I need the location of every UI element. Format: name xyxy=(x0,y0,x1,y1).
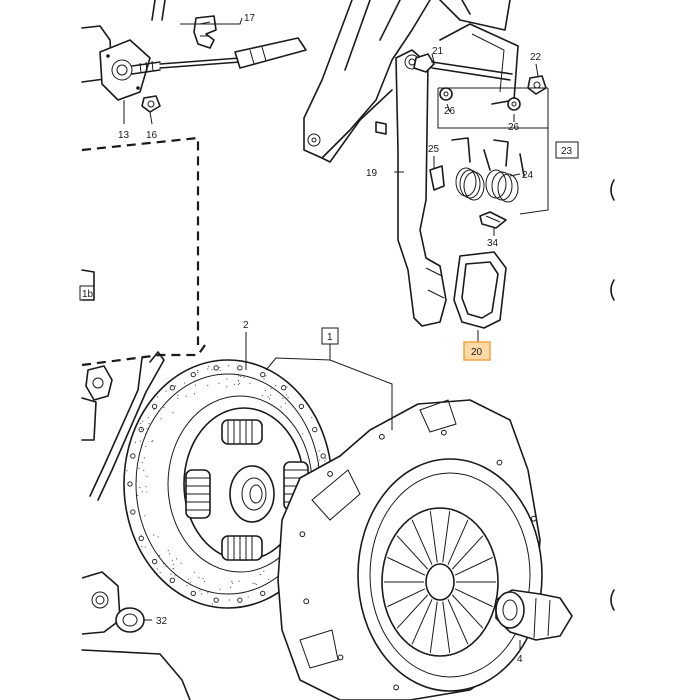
lower-left-components xyxy=(82,572,190,700)
label-16: 16 xyxy=(146,130,158,141)
label-26-right: 26 xyxy=(508,122,520,133)
label-22: 22 xyxy=(530,52,542,63)
label-1: 1 xyxy=(327,332,333,343)
label-1b: 1b xyxy=(82,289,94,300)
edge-mark-3 xyxy=(611,590,614,610)
label-4: 4 xyxy=(517,654,523,665)
label-23: 23 xyxy=(561,146,573,157)
edge-mark-2 xyxy=(611,280,614,300)
section-border-mid-left xyxy=(82,345,205,365)
label-13: 13 xyxy=(118,130,130,141)
label-17: 17 xyxy=(244,13,256,24)
label-34: 34 xyxy=(487,238,499,249)
label-26-left: 26 xyxy=(444,106,456,117)
coil-springs xyxy=(452,138,524,202)
pedal-pad-rubber xyxy=(454,252,506,328)
section-border-upper-left xyxy=(82,138,198,345)
clutch-cable-assembly xyxy=(82,0,306,300)
edge-mark-1 xyxy=(611,180,614,200)
label-21: 21 xyxy=(432,46,444,57)
label-25: 25 xyxy=(428,144,440,155)
label-32: 32 xyxy=(156,616,168,627)
label-19: 19 xyxy=(366,168,378,179)
label-24: 24 xyxy=(522,170,534,181)
label-2: 2 xyxy=(243,320,249,331)
label-20: 20 xyxy=(471,347,483,358)
